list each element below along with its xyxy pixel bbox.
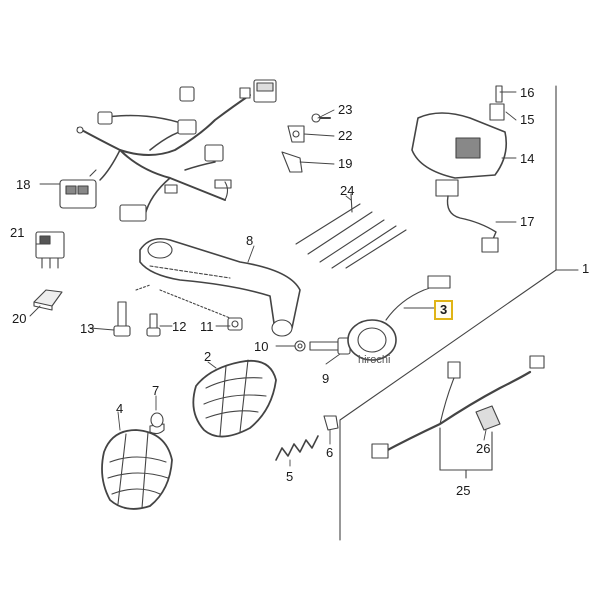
- callout-8: 8: [246, 233, 254, 248]
- callout-21: 21: [10, 225, 25, 240]
- group-bracket-1: [340, 86, 578, 540]
- lower-harness-part-25: [372, 356, 544, 478]
- callout-16: 16: [520, 85, 535, 100]
- small-fasteners: [282, 114, 330, 172]
- watermark: hirochi: [358, 354, 391, 366]
- callout-18: 18: [16, 177, 31, 192]
- rubber-pad: [34, 290, 62, 310]
- callout-2: 2: [204, 349, 212, 364]
- callout-5: 5: [286, 469, 294, 484]
- callout-6: 6: [326, 445, 334, 460]
- callout-11: 11: [200, 319, 214, 334]
- callout-19: 19: [338, 156, 353, 171]
- callout-14: 14: [520, 151, 535, 166]
- callout-23: 23: [338, 102, 353, 117]
- ring-switch-part-3: [348, 276, 450, 360]
- callout-13: 13: [80, 321, 95, 336]
- main-wiring-harness: [60, 80, 276, 221]
- callout-9: 9: [322, 371, 330, 386]
- callout-20: 20: [12, 311, 27, 326]
- mounting-bracket-arm: [140, 239, 300, 336]
- bulb: [150, 413, 164, 434]
- callout-26: 26: [476, 441, 491, 456]
- callout-17: 17: [520, 214, 535, 229]
- callout-12: 12: [172, 319, 187, 334]
- washer-and-bolt: [295, 338, 350, 354]
- relay: [36, 232, 64, 268]
- callout-25: 25: [456, 483, 471, 498]
- lamp-guard-part-2: [193, 360, 276, 437]
- callout-4: 4: [116, 401, 124, 416]
- cable-ties: [296, 194, 406, 268]
- callout-3-highlighted[interactable]: 3: [434, 300, 454, 320]
- callout-7: 7: [152, 383, 160, 398]
- leader-lines: [30, 92, 516, 466]
- connector-lead: [436, 180, 498, 252]
- lamp-guard-part-4: [102, 430, 172, 509]
- callout-15: 15: [520, 112, 535, 127]
- callout-22: 22: [338, 128, 353, 143]
- callout-10: 10: [254, 339, 269, 354]
- callout-1: 1: [582, 261, 590, 276]
- switch-housing: [412, 86, 506, 178]
- spring-and-clip: [276, 416, 338, 460]
- bolts-and-nut: [114, 285, 242, 336]
- callout-24: 24: [340, 183, 355, 198]
